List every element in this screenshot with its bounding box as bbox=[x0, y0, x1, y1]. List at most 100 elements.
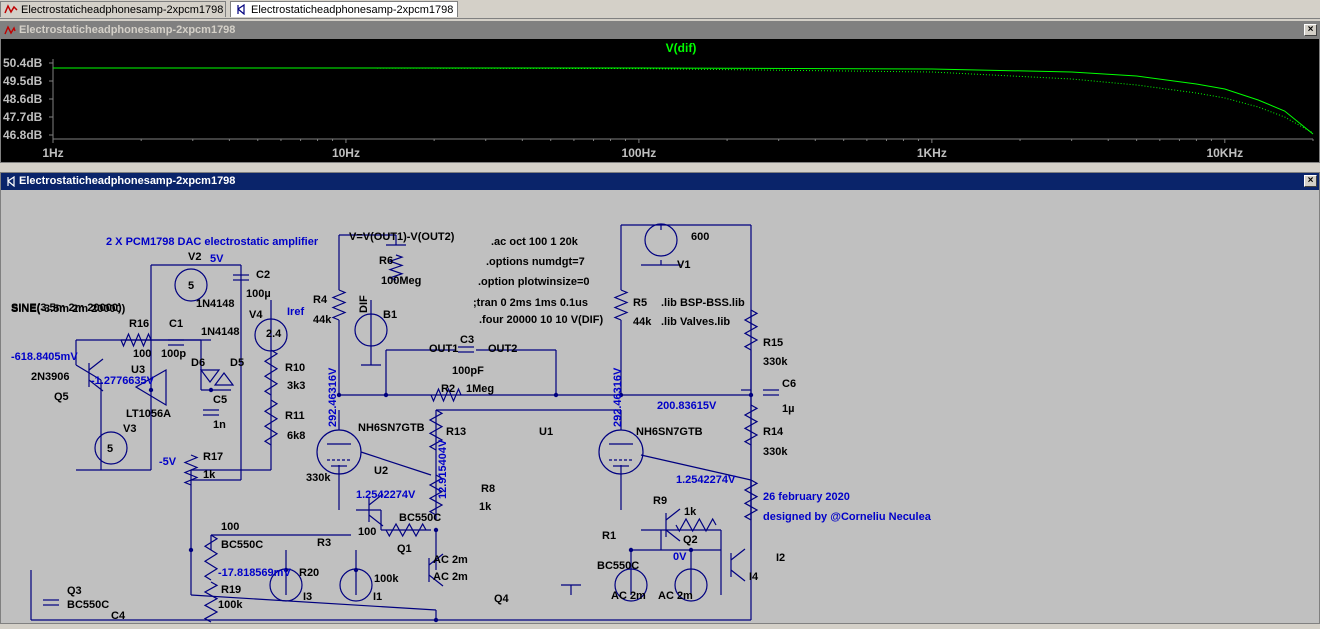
schematic-label[interactable]: designed by @Corneliu Neculea bbox=[763, 511, 932, 523]
schematic-label[interactable]: BC550C bbox=[399, 512, 441, 524]
schematic-label[interactable]: 330k bbox=[763, 356, 788, 368]
schematic-label[interactable]: C3 bbox=[460, 334, 474, 346]
tab-schematic[interactable]: Electrostaticheadphonesamp-2xpcm1798 bbox=[230, 1, 458, 17]
schematic-label[interactable]: 5 bbox=[188, 280, 194, 292]
schematic-label[interactable]: 330k bbox=[306, 472, 331, 484]
schematic-label[interactable]: I1 bbox=[373, 591, 382, 603]
schematic-label[interactable]: BC550C bbox=[221, 539, 263, 551]
schematic-label[interactable]: 1.2542274V bbox=[676, 474, 736, 486]
schematic-label[interactable]: Iref bbox=[287, 306, 304, 318]
schematic-label[interactable]: V4 bbox=[249, 309, 263, 321]
schematic-label[interactable]: R5 bbox=[633, 297, 647, 309]
schematic-label[interactable]: 1k bbox=[203, 469, 216, 481]
schematic-label[interactable]: Q3 bbox=[67, 585, 82, 597]
schematic-label[interactable]: -618.8405mV bbox=[11, 351, 78, 363]
schematic-label[interactable]: D6 bbox=[191, 357, 205, 369]
close-icon[interactable]: × bbox=[1304, 175, 1317, 187]
schematic-label[interactable]: 12.915404V bbox=[437, 439, 449, 499]
schematic-window-titlebar[interactable]: Electrostaticheadphonesamp-2xpcm1798 × bbox=[1, 173, 1319, 190]
schematic-label[interactable]: 100k bbox=[374, 573, 399, 585]
schematic-label[interactable]: 1n bbox=[213, 419, 226, 431]
schematic-label[interactable]: C2 bbox=[256, 269, 270, 281]
schematic-label[interactable]: Q5 bbox=[54, 391, 69, 403]
schematic-label[interactable]: C6 bbox=[782, 378, 796, 390]
schematic-label[interactable]: R9 bbox=[653, 495, 667, 507]
schematic-label[interactable]: OUT2 bbox=[488, 343, 517, 355]
schematic-label[interactable]: 2.4 bbox=[266, 328, 282, 340]
plot-window-titlebar[interactable]: Electrostaticheadphonesamp-2xpcm1798 × bbox=[1, 22, 1319, 39]
schematic-label[interactable]: .ac oct 100 1 20k bbox=[491, 236, 579, 248]
schematic-label[interactable]: SINE(-3.5m 2m 20000) bbox=[11, 303, 126, 315]
schematic-label[interactable]: ;tran 0 2ms 1ms 0.1us bbox=[473, 297, 588, 309]
schematic-label[interactable]: 100 bbox=[133, 348, 151, 360]
schematic-label[interactable]: R14 bbox=[763, 426, 784, 438]
schematic-label[interactable]: V1 bbox=[677, 259, 690, 271]
schematic-label[interactable]: R1 bbox=[602, 530, 616, 542]
schematic-label[interactable]: 100µ bbox=[246, 288, 271, 300]
schematic-label[interactable]: 100Meg bbox=[381, 275, 421, 287]
schematic-label[interactable]: BC550C bbox=[67, 599, 109, 611]
schematic-label[interactable]: V2 bbox=[188, 251, 201, 263]
schematic-label[interactable]: 1N4148 bbox=[196, 298, 235, 310]
schematic-label[interactable]: NH6SN7GTB bbox=[358, 422, 425, 434]
schematic-label[interactable]: 100p bbox=[161, 348, 186, 360]
schematic-label[interactable]: R16 bbox=[129, 318, 149, 330]
schematic-label[interactable]: 292.46316V bbox=[612, 367, 624, 427]
schematic-label[interactable]: I2 bbox=[776, 552, 785, 564]
schematic-label[interactable]: -1.2776635V bbox=[91, 375, 155, 387]
schematic-label[interactable]: R4 bbox=[313, 294, 328, 306]
schematic-label[interactable]: .lib Valves.lib bbox=[661, 316, 730, 328]
schematic-label[interactable]: R6 bbox=[379, 255, 393, 267]
schematic-canvas[interactable]: 2 X PCM1798 DAC electrostatic amplifier 5… bbox=[1, 190, 1319, 623]
schematic-label[interactable]: .lib BSP-BSS.lib bbox=[661, 297, 745, 309]
schematic-label[interactable]: AC 2m bbox=[611, 590, 646, 602]
schematic-drawing[interactable]: 2 X PCM1798 DAC electrostatic amplifier 5… bbox=[1, 190, 1319, 623]
close-icon[interactable]: × bbox=[1304, 24, 1317, 36]
schematic-label[interactable]: 600 bbox=[691, 231, 709, 243]
schematic-label[interactable]: R17 bbox=[203, 451, 223, 463]
schematic-label[interactable]: C4 bbox=[111, 610, 126, 622]
schematic-label[interactable]: 2N3906 bbox=[31, 371, 70, 383]
schematic-label[interactable]: 2 X PCM1798 DAC electrostatic amplifier bbox=[106, 236, 319, 248]
schematic-label[interactable]: 1k bbox=[684, 506, 697, 518]
schematic-label[interactable]: 100 bbox=[358, 526, 376, 538]
schematic-label[interactable]: C1 bbox=[169, 318, 183, 330]
schematic-label[interactable]: R2 bbox=[441, 383, 455, 395]
schematic-label[interactable]: U3 bbox=[131, 364, 145, 376]
schematic-label[interactable]: R20 bbox=[299, 567, 319, 579]
schematic-label[interactable]: R11 bbox=[285, 410, 305, 422]
trace-label[interactable]: V(dif) bbox=[666, 41, 697, 55]
schematic-label[interactable]: BC550C bbox=[597, 560, 639, 572]
schematic-label[interactable]: R15 bbox=[763, 337, 783, 349]
schematic-label[interactable]: D5 bbox=[230, 357, 244, 369]
schematic-label[interactable]: OUT1 bbox=[429, 343, 458, 355]
schematic-label[interactable]: 100 bbox=[221, 521, 239, 533]
schematic-label[interactable]: NH6SN7GTB bbox=[636, 426, 703, 438]
schematic-label[interactable]: B1 bbox=[383, 309, 397, 321]
schematic-label[interactable]: 100k bbox=[218, 599, 243, 611]
schematic-label[interactable]: C5 bbox=[213, 394, 227, 406]
schematic-label[interactable]: 292.46316V bbox=[327, 367, 339, 427]
schematic-label[interactable]: R8 bbox=[481, 483, 495, 495]
schematic-label[interactable]: R10 bbox=[285, 362, 305, 374]
schematic-label[interactable]: V=V(OUT1)-V(OUT2) bbox=[349, 231, 455, 243]
schematic-label[interactable]: 5V bbox=[210, 253, 224, 265]
schematic-label[interactable]: AC 2m bbox=[433, 554, 468, 566]
schematic-label[interactable]: 1Meg bbox=[466, 383, 494, 395]
schematic-label[interactable]: .options numdgt=7 bbox=[486, 256, 585, 268]
schematic-label[interactable]: R13 bbox=[446, 426, 466, 438]
schematic-label[interactable]: 44k bbox=[313, 314, 332, 326]
schematic-label[interactable]: AC 2m bbox=[658, 590, 693, 602]
schematic-label[interactable]: I3 bbox=[303, 591, 312, 603]
schematic-label[interactable]: 44k bbox=[633, 316, 652, 328]
schematic-label[interactable]: R3 bbox=[317, 537, 331, 549]
schematic-label[interactable]: 1.2542274V bbox=[356, 489, 416, 501]
tab-waveform[interactable]: Electrostaticheadphonesamp-2xpcm1798 bbox=[0, 1, 226, 17]
schematic-label[interactable]: LT1056A bbox=[126, 408, 171, 420]
schematic-label[interactable]: 5 bbox=[107, 443, 113, 455]
schematic-label[interactable]: 200.83615V bbox=[657, 400, 717, 412]
schematic-label[interactable]: I4 bbox=[749, 571, 759, 583]
schematic-label[interactable]: .four 20000 10 10 V(DIF) bbox=[479, 314, 603, 326]
